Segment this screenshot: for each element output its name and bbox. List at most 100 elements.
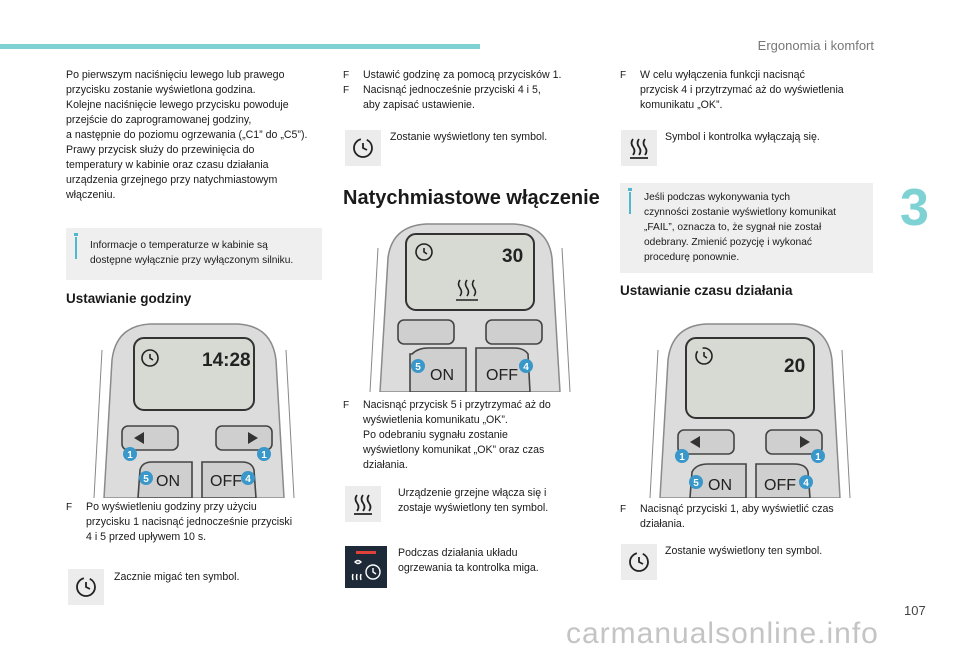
clock-timer-icon: [76, 577, 96, 597]
heater-symbol: [345, 486, 381, 522]
svg-text:5: 5: [693, 478, 699, 489]
on-label: ON: [156, 473, 180, 490]
clock-timer-symbol: [345, 130, 381, 166]
intro-line: przycisku zostanie wyświetlona godzina.: [66, 84, 256, 96]
info-line: „FAIL”, oznacza to, że sygnał nie został: [644, 222, 822, 233]
off-button[interactable]: [475, 347, 531, 392]
svg-text:4: 4: [523, 362, 529, 373]
heating-warning-lamp: [345, 546, 387, 588]
clock-timer-icon: [629, 552, 649, 572]
svg-text:1: 1: [815, 452, 821, 463]
left-arrow-button[interactable]: [397, 319, 455, 345]
arrow-right-icon: [800, 436, 810, 448]
left-arrow-button[interactable]: [121, 425, 179, 451]
on-button[interactable]: [689, 463, 747, 498]
right-arrow-button[interactable]: [485, 319, 543, 345]
symbol-caption: Podczas działania układu ogrzewania ta k…: [398, 547, 539, 574]
badge-5: [139, 471, 153, 485]
info-line: Jeśli podczas wykonywania tych: [644, 192, 791, 203]
info-line: Informacje o temperaturze w kabinie są: [90, 240, 268, 251]
heater-icon: [456, 279, 478, 301]
clock-timer-icon: [415, 243, 433, 261]
off-label: OFF: [210, 473, 242, 490]
symbol-caption: Zostanie wyświetlony ten symbol.: [665, 545, 823, 557]
remote-illustration-time: 14:28 1 1 ON OFF 5 4: [90, 320, 298, 498]
header-accent-bar: [0, 44, 480, 49]
heading-instant-start: Natychmiastowe włączenie: [343, 187, 600, 209]
remote-illustration-instant: 30 ON OFF 5 4: [366, 222, 574, 392]
info-box: Jeśli podczas wykonywania tych czynności…: [620, 183, 873, 273]
intro-line: a następnie do poziomu ogrzewania („C1” …: [66, 129, 308, 141]
badge-1-right: [257, 447, 271, 461]
heater-icon: [354, 494, 372, 515]
svg-text:5: 5: [143, 474, 149, 485]
right-arrow-button[interactable]: [215, 425, 273, 451]
intro-line: Kolejne naciśnięcie lewego przycisku pow…: [66, 99, 289, 111]
badge-1-left: [123, 447, 137, 461]
clock-timer-symbol: [621, 544, 657, 580]
intro-line: Prawy przycisk służy do przewinięcia do: [66, 144, 255, 156]
svg-text:1: 1: [127, 450, 133, 461]
heading-set-duration: Ustawianie czasu działania: [620, 283, 793, 298]
off-button[interactable]: [755, 463, 811, 498]
bullet-instant-start: F Nacisnąć przycisk 5 i przytrzymać aż d…: [343, 399, 551, 471]
svg-text:4: 4: [803, 478, 809, 489]
svg-text:4: 4: [245, 474, 251, 485]
badge-5: [689, 475, 703, 489]
symbol-caption: Zostanie wyświetlony ten symbol.: [390, 131, 548, 143]
bullet-set-time: F Po wyświetleniu godziny przy użyciu pr…: [66, 501, 293, 543]
intro-line: włączeniu.: [66, 189, 116, 201]
symbol-caption: Urządzenie grzejne włącza się i zostaje …: [398, 487, 549, 514]
badge-1-right: [811, 449, 825, 463]
remote-illustration-duration: 20 1 1 ON OFF 5 4: [646, 320, 854, 498]
badge-4: [799, 475, 813, 489]
symbol-caption: Symbol i kontrolka wyłączają się.: [665, 131, 820, 143]
arrow-right-icon: [248, 432, 258, 444]
badge-4: [519, 359, 533, 373]
lcd-time-display: 14:28: [202, 350, 251, 371]
on-label: ON: [708, 477, 732, 494]
info-line: odebrany. Zmienić pozycję i wykonać: [644, 237, 812, 248]
svg-text:1: 1: [261, 450, 267, 461]
info-icon: [628, 188, 632, 214]
off-button[interactable]: [201, 461, 257, 498]
clock-timer-icon: [353, 138, 373, 158]
off-label: OFF: [486, 367, 518, 384]
clock-timer-symbol: [68, 569, 104, 605]
off-label: OFF: [764, 477, 796, 494]
intro-paragraph: Po pierwszym naciśnięciu lewego lub praw…: [66, 68, 336, 203]
lcd-duration-display: 20: [784, 356, 805, 377]
intro-line: urządzenia grzejnego przy natychmiastowy…: [66, 174, 278, 186]
heater-icon: [630, 138, 648, 159]
arrow-left-icon: [134, 432, 144, 444]
svg-text:1: 1: [679, 452, 685, 463]
bullet-show-duration: F Nacisnąć przyciski 1, aby wyświetlić c…: [620, 503, 834, 530]
left-arrow-button[interactable]: [677, 429, 735, 455]
info-line: dostępne wyłącznie przy wyłączonym silni…: [90, 255, 294, 266]
watermark: carmanualsonline.info: [566, 617, 879, 650]
intro-line: temperatury w kabinie oraz czasu działan…: [66, 159, 269, 171]
badge-4: [241, 471, 255, 485]
chapter-number: 3: [900, 179, 929, 237]
info-icon: [74, 233, 78, 259]
bullet-switch-off: F W celu wyłączenia funkcji nacisnąć prz…: [620, 69, 844, 111]
heater-symbol: [621, 130, 657, 166]
svg-text:5: 5: [415, 362, 421, 373]
info-line: czynności zostanie wyświetlony komunikat: [644, 207, 836, 218]
heading-set-time: Ustawianie godziny: [66, 291, 192, 306]
intro-line: Po pierwszym naciśnięciu lewego lub praw…: [66, 69, 285, 81]
symbol-caption: Zacznie migać ten symbol.: [114, 571, 240, 583]
on-button[interactable]: [137, 461, 193, 498]
info-box: Informacje o temperaturze w kabinie są d…: [66, 228, 322, 280]
lcd-duration-display: 30: [502, 246, 523, 267]
section-title: Ergonomia i komfort: [757, 38, 874, 53]
arrow-left-icon: [690, 436, 700, 448]
page-number: 107: [904, 603, 926, 618]
badge-5: [411, 359, 425, 373]
on-button[interactable]: [409, 347, 467, 392]
bullet-adjust-time: F Ustawić godzinę za pomocą przycisków 1…: [343, 69, 562, 111]
on-label: ON: [430, 367, 454, 384]
right-arrow-button[interactable]: [765, 429, 823, 455]
intro-line: przejście do zaprogramowanej godziny,: [66, 114, 252, 126]
fan-timer-warning-icon: [351, 551, 381, 581]
